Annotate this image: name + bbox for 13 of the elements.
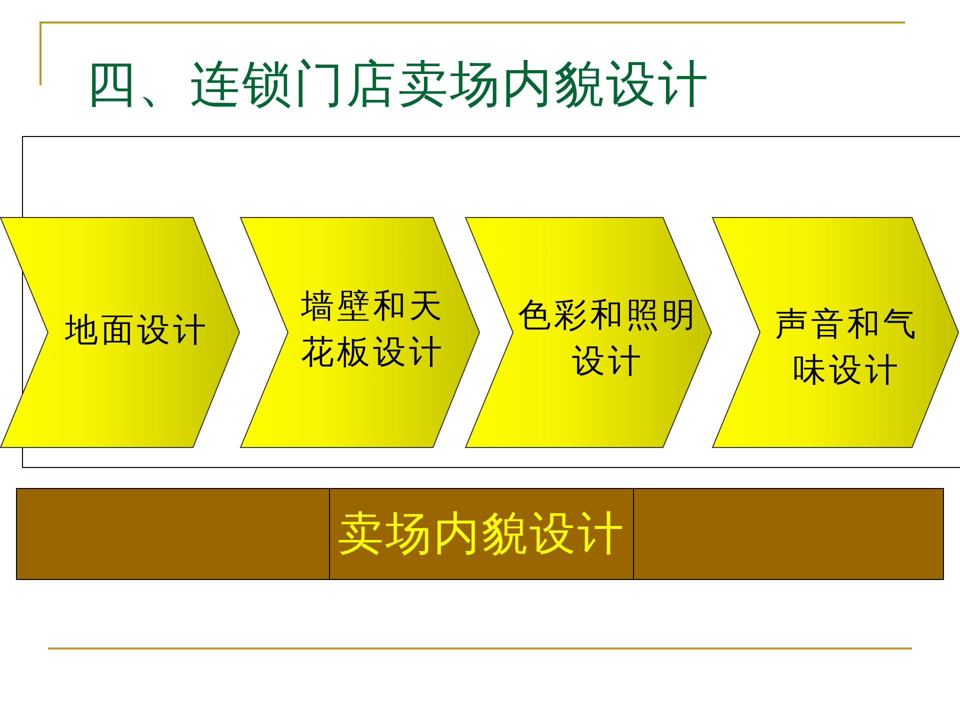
band-label: 卖场内貌设计 — [338, 506, 626, 562]
step-label: 墙壁和天花板设计 — [300, 285, 446, 373]
step-label: 地面设计 — [65, 309, 209, 351]
step-label: 色彩和照明设计 — [517, 294, 699, 382]
step-label: 声音和气味设计 — [774, 303, 920, 391]
band-segment — [329, 488, 634, 580]
slide-title: 四、连锁门店卖场内貌设计 — [86, 54, 710, 115]
process-step — [465, 217, 712, 448]
process-step — [240, 217, 480, 448]
process-step — [712, 217, 959, 448]
band-segment — [633, 488, 944, 580]
band-segment — [16, 488, 330, 580]
process-step — [0, 217, 240, 448]
